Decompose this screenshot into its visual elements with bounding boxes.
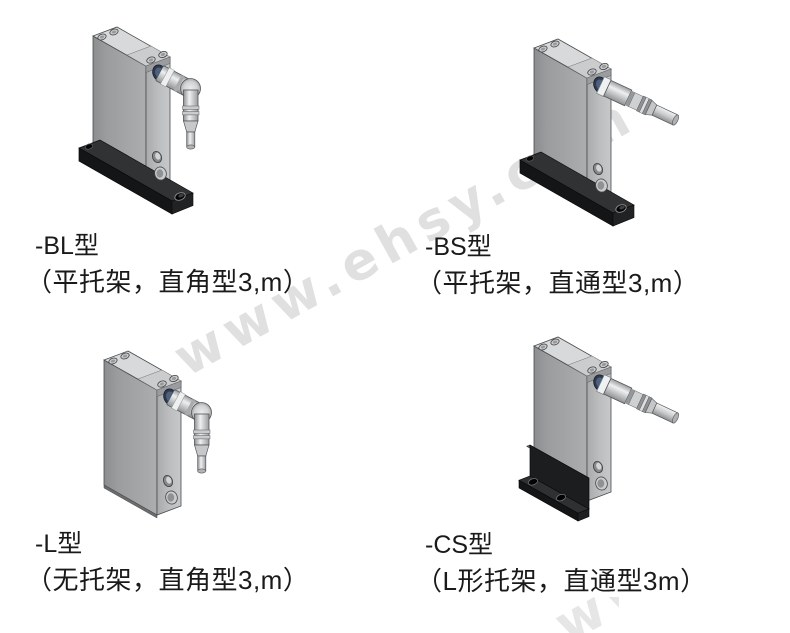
product-model: -BL型	[35, 232, 99, 260]
product-label-bl: -BL型 （平托架，直角型3,m）	[26, 229, 309, 301]
product-figure-l	[103, 350, 212, 519]
product-model: -CS型	[425, 531, 494, 559]
product-label-cs: -CS型 （L形托架，直通型3m）	[416, 528, 707, 600]
product-label-bs: -BS型 （平托架，直通型3,m）	[416, 230, 699, 302]
product-desc: （平托架，直通型3,m）	[416, 268, 700, 298]
product-model: -BS型	[425, 233, 492, 261]
product-label-l: -L型 （无托架，直角型3,m）	[26, 527, 309, 599]
product-figure-cs	[518, 336, 683, 522]
product-desc: （平托架，直角型3,m）	[26, 267, 310, 297]
product-model: -L型	[35, 530, 83, 558]
product-desc: （L形托架，直通型3m）	[416, 566, 707, 596]
product-desc: （无托架，直角型3,m）	[26, 565, 310, 595]
product-figure-bl	[78, 26, 201, 215]
product-figure-bs	[519, 38, 683, 227]
